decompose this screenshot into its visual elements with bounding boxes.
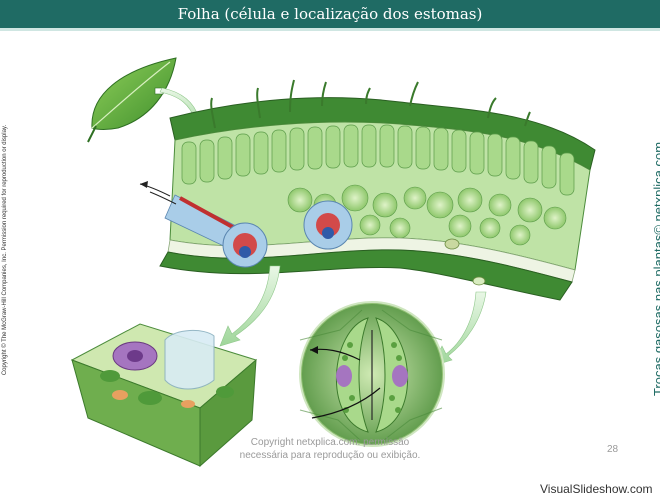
- watermark: Copyright netxplica.com: permissão neces…: [230, 436, 430, 462]
- leaf-diagram: [0, 30, 660, 470]
- leaf-cross-section: [140, 80, 595, 300]
- stoma-marker: [445, 239, 459, 249]
- stoma-detail: [300, 302, 444, 446]
- whole-leaf-icon: [88, 58, 176, 142]
- watermark-line-1: Copyright netxplica.com: permissão: [230, 436, 430, 449]
- page-number: 28: [607, 444, 618, 455]
- slide-title: Folha (célula e localização dos estomas): [178, 5, 483, 23]
- slide-title-bar: Folha (célula e localização dos estomas): [0, 0, 660, 31]
- brand-label: VisualSlideshow.com: [540, 482, 653, 496]
- section-to-cell-arrow: [220, 266, 280, 346]
- watermark-line-2: necessária para reprodução ou exibição.: [230, 449, 430, 462]
- plant-cell-illustration: [72, 324, 256, 466]
